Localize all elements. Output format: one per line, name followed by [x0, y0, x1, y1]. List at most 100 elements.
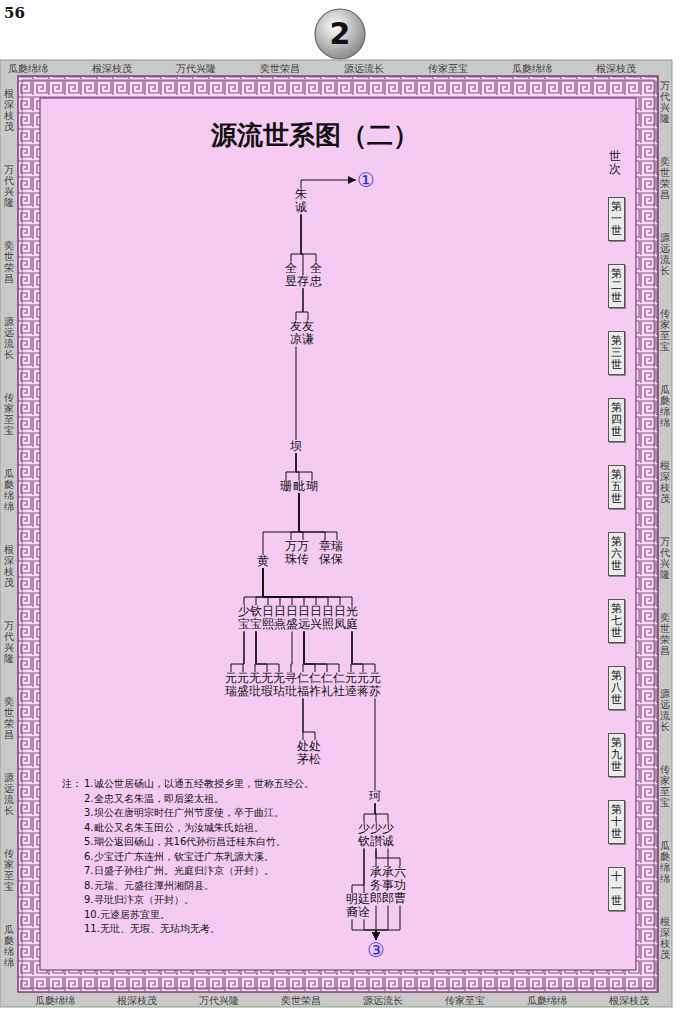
person-name: 仁社: [333, 672, 345, 698]
person-name: 元逵: [345, 672, 357, 698]
note-text: 3.坝公在唐明宗时任广州节度使，卒于曲江。: [84, 806, 284, 820]
lineage-line: [291, 214, 301, 262]
border-motto: 根深枝茂: [596, 62, 636, 76]
lineage-line: [352, 631, 375, 672]
person-name: 处松: [309, 740, 321, 766]
person-name-text: 日燕: [274, 605, 286, 631]
person-name: 万传: [297, 540, 309, 566]
person-name-text: 仁礼: [321, 672, 333, 698]
person-name-text: 少讃: [370, 822, 382, 848]
person-name: 六功曹: [394, 866, 406, 906]
lineage-line: [301, 214, 316, 262]
generation-box: 第五世: [608, 465, 625, 509]
border-motto: 源远流长: [4, 772, 14, 816]
person-name-text: 承事郎: [382, 866, 394, 906]
generation-label: 第八世: [611, 670, 622, 706]
lineage-line: [304, 631, 315, 672]
border-motto: 根深枝茂: [4, 88, 14, 132]
generation-box: 十一世: [608, 867, 625, 911]
person-name-text: 仁福: [297, 672, 309, 698]
border-motto: 传家至宝: [660, 764, 670, 808]
lineage-line: [263, 568, 352, 605]
lineage-line: [256, 631, 267, 672]
border-motto: 根深枝茂: [92, 62, 132, 76]
lineage-line: [364, 848, 365, 893]
person-name-text: 瑚: [306, 480, 318, 493]
person-name: 存: [297, 275, 309, 288]
generation-box: 第三世: [608, 331, 625, 375]
border-motto: 传家至宝: [4, 392, 14, 436]
lineage-line: [376, 848, 388, 866]
generation-label: 第七世: [611, 603, 622, 639]
person-name: 元苏: [369, 672, 381, 698]
lineage-line: [299, 493, 337, 540]
person-name-text: 元苏: [369, 672, 381, 698]
person-name: 钦宝: [250, 605, 262, 631]
border-motto: 根深枝茂: [660, 460, 670, 504]
border-motto: 奕世荣昌: [4, 696, 14, 740]
continuation-arrow: [352, 919, 376, 940]
lineage-line: [299, 493, 303, 540]
generation-label: 第三世: [611, 335, 622, 371]
border-motto: 根深枝茂: [609, 994, 649, 1008]
chart-title: 源流世系图（二）: [170, 118, 460, 153]
lineage-line: [263, 568, 280, 605]
lineage-line: [263, 568, 268, 605]
person-name: 承务郎: [370, 866, 382, 906]
person-name-text: 廷诠: [358, 893, 370, 919]
border-motto: 瓜瓞绵绵: [660, 840, 670, 884]
person-name-text: 少钦: [358, 822, 370, 848]
person-name-text: 日盛: [286, 605, 298, 631]
border-motto: 瓜瓞绵绵: [8, 62, 48, 76]
lineage-line: [291, 493, 299, 540]
person-name: 日凤: [334, 605, 346, 631]
person-name-text: 坝: [290, 440, 302, 453]
lineage-line: [296, 453, 312, 480]
person-name: 珊: [280, 480, 292, 493]
lineage-line: [352, 631, 363, 672]
person-name-text: 元盛: [237, 672, 249, 698]
generation-label: 第二世: [611, 268, 622, 304]
note-text: 8.元瑞、元盛往潭州湘阴县。: [84, 879, 214, 893]
person-name: 无玷: [273, 672, 285, 698]
person-name-text: 仁祚: [309, 672, 321, 698]
person-name-text: 万传: [297, 540, 309, 566]
person-name-text: 仁社: [333, 672, 345, 698]
note-text: 注：: [62, 777, 82, 791]
continuation-arrow: [376, 906, 388, 940]
border-motto: 瓜瓞绵绵: [527, 994, 567, 1008]
lineage-line: [299, 493, 325, 540]
person-name: 元盛: [237, 672, 249, 698]
lineage-line: [243, 631, 244, 672]
person-name-text: 珂: [369, 790, 381, 803]
callout-number: ①: [357, 170, 375, 190]
person-name: 仁祚: [309, 672, 321, 698]
person-name: 万珠: [285, 540, 297, 566]
generation-box: 第四世: [608, 398, 625, 442]
lineage-line: [263, 568, 304, 605]
border-motto: 奕世荣昌: [260, 62, 300, 76]
border-motto: 根深枝茂: [4, 544, 14, 588]
person-name: 仁礼: [321, 672, 333, 698]
continuation-marker: ③: [367, 940, 385, 960]
person-name-text: 毗: [293, 480, 305, 493]
person-name: 少钦: [358, 822, 370, 848]
border-motto: 万代兴隆: [660, 80, 670, 124]
person-name-text: 日熙: [262, 605, 274, 631]
generation-box: 第七世: [608, 599, 625, 643]
generation-heading: 世次: [609, 150, 621, 176]
person-name-text: 友谦: [302, 320, 314, 346]
lineage-line: [303, 698, 315, 740]
border-motto: 源远流长: [660, 688, 670, 732]
person-name-text: 元蒋: [357, 672, 369, 698]
person-name: 友谦: [302, 320, 314, 346]
person-name-text: 无玷: [273, 672, 285, 698]
person-name: 元蒋: [357, 672, 369, 698]
border-motto: 源远流长: [363, 994, 403, 1008]
generation-label: 第一世: [611, 201, 622, 237]
border-motto: 根深枝茂: [660, 916, 670, 960]
person-name: 珂: [369, 790, 381, 803]
person-name-text: 无玭: [249, 672, 261, 698]
person-name: 瑞保: [331, 540, 343, 566]
border-motto: 万代兴隆: [4, 164, 14, 208]
